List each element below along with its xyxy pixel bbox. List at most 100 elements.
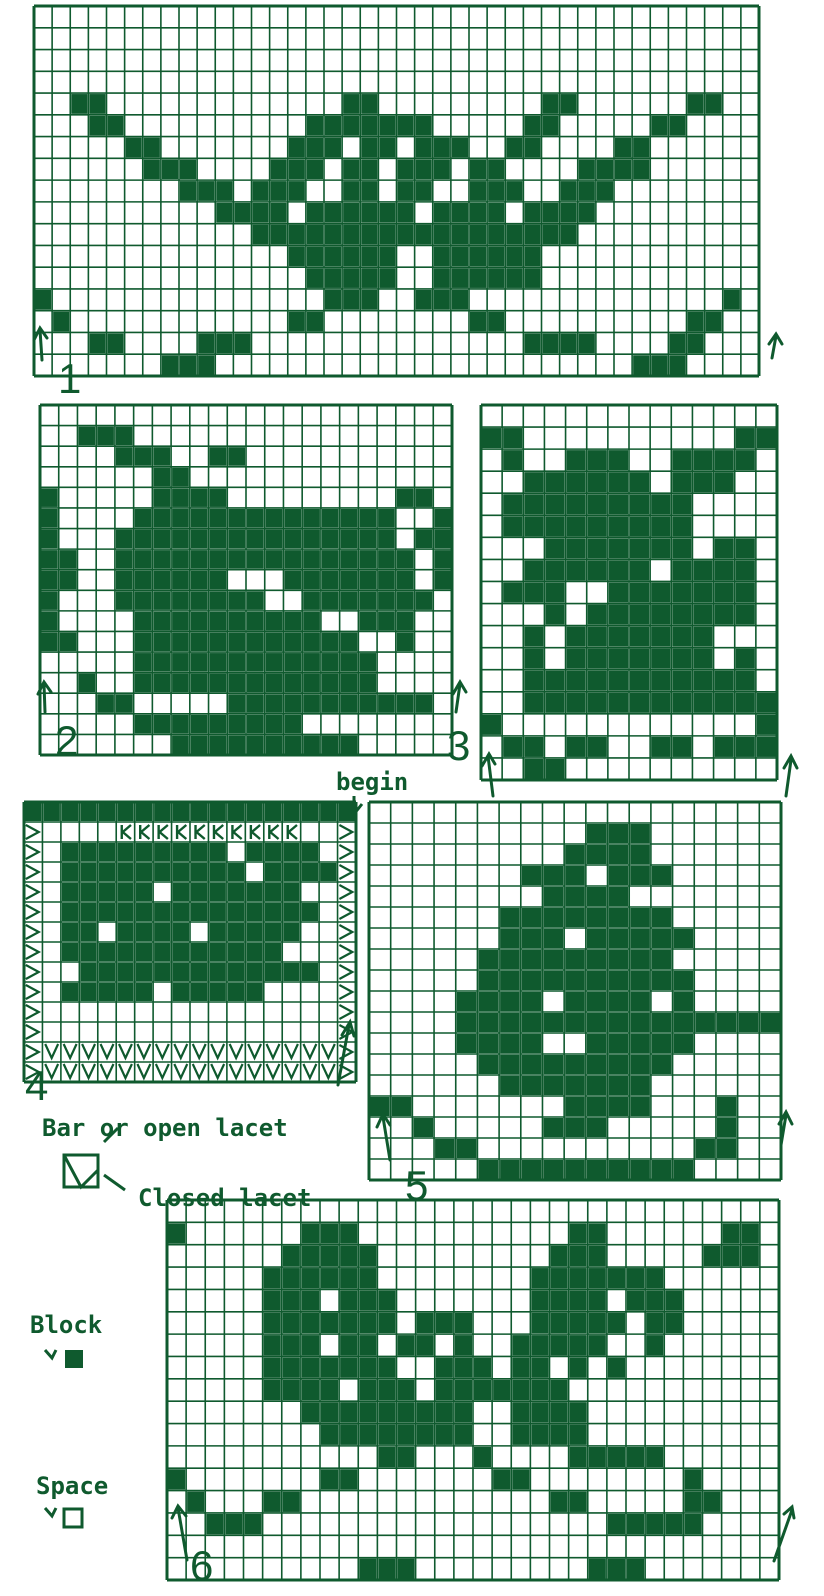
block-cell xyxy=(302,863,318,881)
block-cell xyxy=(99,803,115,821)
space-label: Space xyxy=(36,1472,108,1500)
block-cell xyxy=(266,632,283,651)
block-cell xyxy=(302,903,318,921)
block-cell xyxy=(117,983,133,1001)
lacet-cell xyxy=(267,1064,280,1078)
block-cell xyxy=(674,1013,694,1032)
block-cell xyxy=(482,715,501,735)
block-cell xyxy=(588,538,607,558)
block-cell xyxy=(672,516,691,536)
block-cell xyxy=(522,866,542,885)
block-cell xyxy=(565,1118,585,1137)
block-cell xyxy=(589,1447,606,1467)
block-cell xyxy=(191,983,207,1001)
block-cell xyxy=(247,550,264,569)
block-cell xyxy=(172,735,189,754)
block-cell xyxy=(97,427,114,446)
block-cell xyxy=(565,1055,585,1074)
block-cell xyxy=(321,1469,338,1489)
block-cell xyxy=(674,992,694,1011)
block-cell xyxy=(210,571,227,590)
block-cell xyxy=(62,803,78,821)
block-cell xyxy=(398,1425,415,1445)
block-cell xyxy=(543,908,563,927)
block-cell xyxy=(435,1139,455,1158)
block-cell xyxy=(609,671,628,691)
block-cell xyxy=(672,582,691,602)
block-cell xyxy=(41,488,58,507)
block-cell xyxy=(340,1268,357,1288)
block-cell xyxy=(588,516,607,536)
lacet-cell xyxy=(193,1044,206,1058)
block-cell xyxy=(457,1013,477,1032)
block-cell xyxy=(478,1160,498,1179)
block-cell xyxy=(545,538,564,558)
block-cell xyxy=(715,582,734,602)
block-cell xyxy=(413,1118,433,1137)
block-cell xyxy=(210,735,227,754)
lacet-cell xyxy=(269,825,278,839)
block-cell xyxy=(470,181,486,201)
block-cell xyxy=(651,671,670,691)
block-cell xyxy=(62,863,78,881)
block-cell xyxy=(397,550,414,569)
block-cell xyxy=(343,203,359,223)
block-cell xyxy=(361,203,377,223)
block-cell xyxy=(522,1076,542,1095)
block-cell xyxy=(672,450,691,470)
crochet-chart-5 xyxy=(369,802,781,1180)
lacet-cell xyxy=(140,825,149,839)
block-cell xyxy=(684,1514,701,1534)
block-cell xyxy=(579,181,595,201)
block-cell xyxy=(320,863,336,881)
block-cell xyxy=(359,1313,376,1333)
block-cell xyxy=(543,929,563,948)
block-cell xyxy=(322,509,339,528)
block-cell xyxy=(565,845,585,864)
block-cell xyxy=(715,671,734,691)
block-cell xyxy=(646,1290,663,1310)
block-cell xyxy=(162,159,178,179)
block-cell xyxy=(191,632,208,651)
block-cell xyxy=(579,203,595,223)
block-cell xyxy=(609,1160,629,1179)
block-cell xyxy=(736,582,755,602)
block-cell xyxy=(136,943,152,961)
block-cell xyxy=(173,963,189,981)
block-cell xyxy=(228,735,245,754)
block-cell xyxy=(717,1013,737,1032)
block-cell xyxy=(173,923,189,941)
block-cell xyxy=(588,737,607,757)
block-cell xyxy=(321,1268,338,1288)
block-cell xyxy=(172,571,189,590)
block-cell xyxy=(588,560,607,580)
chart-number-1: 1 xyxy=(58,355,81,402)
block-cell xyxy=(60,632,77,651)
block-cell xyxy=(503,450,522,470)
block-cell xyxy=(234,203,250,223)
block-cell xyxy=(359,1335,376,1355)
block-cell xyxy=(283,883,299,901)
block-cell xyxy=(506,181,522,201)
block-cell xyxy=(672,494,691,514)
block-cell xyxy=(359,612,376,631)
block-cell xyxy=(736,605,755,625)
block-cell xyxy=(187,1492,204,1512)
block-cell xyxy=(265,883,281,901)
block-cell xyxy=(567,560,586,580)
block-cell xyxy=(265,843,281,861)
space-symbol-icon xyxy=(45,1508,82,1527)
block-cell xyxy=(210,632,227,651)
block-cell xyxy=(503,737,522,757)
block-cell xyxy=(630,824,650,843)
block-cell xyxy=(693,671,712,691)
block-cell xyxy=(474,1357,491,1377)
block-cell xyxy=(117,843,133,861)
block-cell xyxy=(210,674,227,693)
block-cell xyxy=(488,225,504,245)
block-cell xyxy=(246,843,262,861)
block-cell xyxy=(609,1013,629,1032)
block-cell xyxy=(191,530,208,549)
block-cell xyxy=(500,1013,520,1032)
arrow-up-icon xyxy=(453,682,466,712)
